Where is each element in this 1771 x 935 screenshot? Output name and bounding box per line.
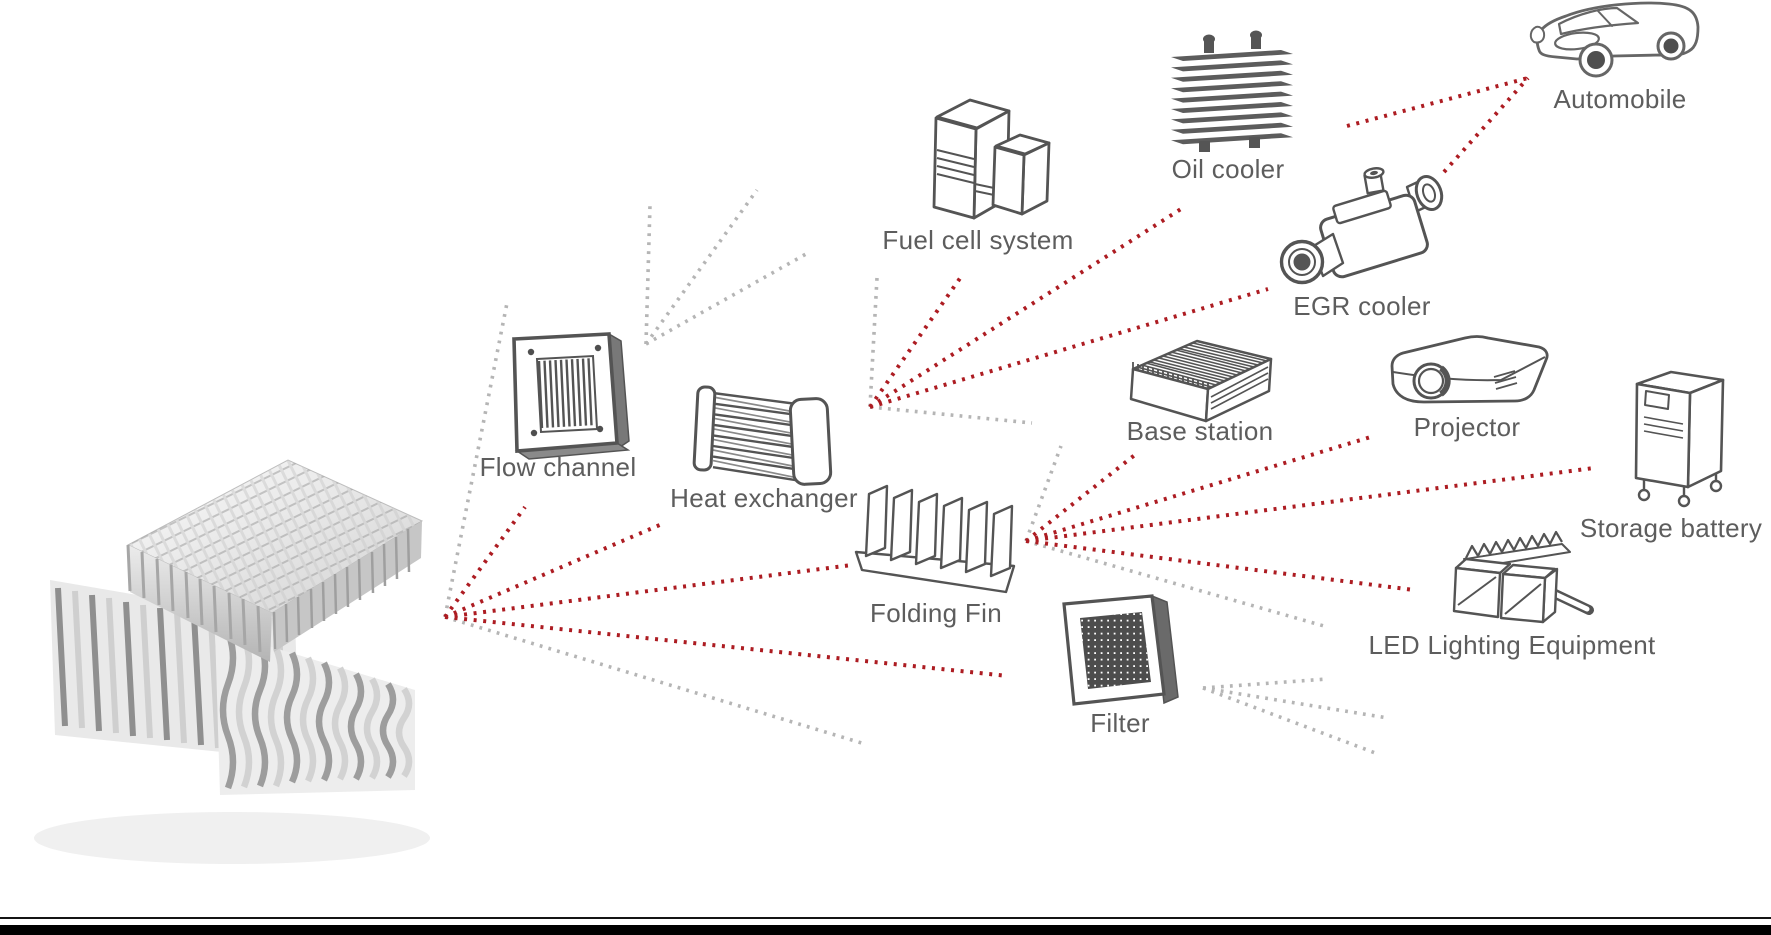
label-projector: Projector [1413, 412, 1521, 442]
rays-from-heatsink [443, 302, 1009, 746]
rays-automobile [1346, 76, 1530, 174]
rays-filter-fan [1202, 677, 1389, 756]
storage-battery-icon [1634, 370, 1725, 508]
label-storage-battery: Storage battery [1579, 513, 1763, 543]
filter-icon [1062, 594, 1179, 706]
label-folding-fin: Folding Fin [870, 598, 1002, 628]
flow-channel-icon [512, 332, 631, 460]
base-station-icon [1129, 339, 1273, 423]
oil-cooler-icon [1171, 30, 1293, 152]
folding-fin-icon [854, 484, 1016, 594]
footer-rule-thin [0, 917, 1771, 919]
egr-cooler-icon [1279, 167, 1444, 285]
label-fuel-cell-system: Fuel cell system [882, 225, 1074, 255]
label-led-lighting: LED Lighting Equipment [1368, 630, 1656, 660]
label-automobile: Automobile [1553, 84, 1687, 114]
label-heat-exchanger: Heat exchanger [670, 483, 858, 513]
label-oil-cooler: Oil cooler [1171, 154, 1285, 184]
label-base-station: Base station [1126, 416, 1274, 446]
fuel-cell-system-icon [932, 98, 1051, 220]
automobile-icon [1529, 1, 1700, 78]
heatsink-photo [34, 459, 430, 864]
rays-fuel-cell-fan [868, 207, 1269, 425]
footer-rule-thick [0, 925, 1771, 935]
label-flow-channel: Flow channel [479, 452, 637, 482]
heat-exchanger-icon [692, 385, 833, 486]
projector-icon [1390, 335, 1549, 404]
rays-right-fan [1024, 434, 1595, 628]
label-egr-cooler: EGR cooler [1293, 291, 1431, 321]
led-lighting-icon [1452, 530, 1594, 624]
label-filter: Filter [1090, 708, 1150, 738]
rays-gray-upper-fan [644, 188, 807, 346]
